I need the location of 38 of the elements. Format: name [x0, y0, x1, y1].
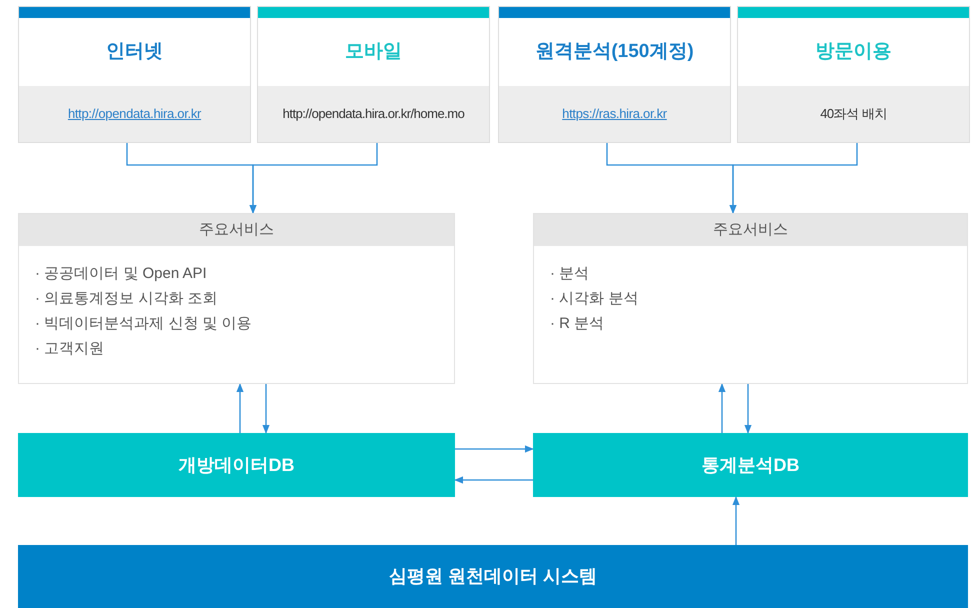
footer-text: 40좌석 배치	[820, 105, 887, 124]
arrow	[236, 383, 244, 433]
card-title: 인터넷	[106, 40, 163, 64]
box-label: 개방데이터DB	[178, 454, 294, 476]
link: http://opendata.hira.or.kr	[68, 105, 202, 124]
database-box	[533, 433, 968, 497]
arrow	[729, 143, 858, 214]
card-title: 방문이용	[816, 40, 892, 64]
service-panel	[533, 213, 968, 384]
system-bar	[18, 545, 968, 608]
service-item: · 고객지원	[35, 339, 106, 359]
access-card	[257, 6, 490, 143]
arrow	[262, 384, 270, 434]
arrow	[454, 476, 533, 484]
header-text: 주요서비스	[199, 220, 274, 240]
link: https://ras.hira.or.kr	[562, 105, 667, 124]
access-card	[18, 6, 251, 143]
service-item: · 의료통계정보 시각화 조회	[35, 289, 218, 309]
arrow	[744, 384, 752, 434]
service-item: · 공공데이터 및 Open API	[35, 264, 208, 284]
service-item: · R 분석	[550, 314, 606, 334]
arrow	[718, 383, 726, 433]
service-item: · 시각화 분석	[550, 289, 640, 309]
arrow	[455, 445, 534, 453]
arrow	[732, 496, 740, 545]
bar-label: 심평원 원천데이터 시스템	[388, 565, 597, 588]
card-title: 모바일	[345, 40, 402, 64]
footer-text: http://opendata.hira.or.kr/home.mo	[282, 105, 464, 124]
box-label: 통계분석DB	[702, 454, 800, 476]
database-box	[18, 433, 455, 497]
service-item: · 분석	[550, 264, 590, 284]
arrow	[249, 143, 378, 214]
access-card	[498, 6, 731, 143]
service-item: · 빅데이터분석과제 신청 및 이용	[35, 314, 253, 334]
access-card	[737, 6, 970, 143]
card-title: 원격분석(150계정)	[535, 40, 694, 64]
service-panel	[18, 213, 455, 384]
header-text: 주요서비스	[713, 220, 788, 240]
